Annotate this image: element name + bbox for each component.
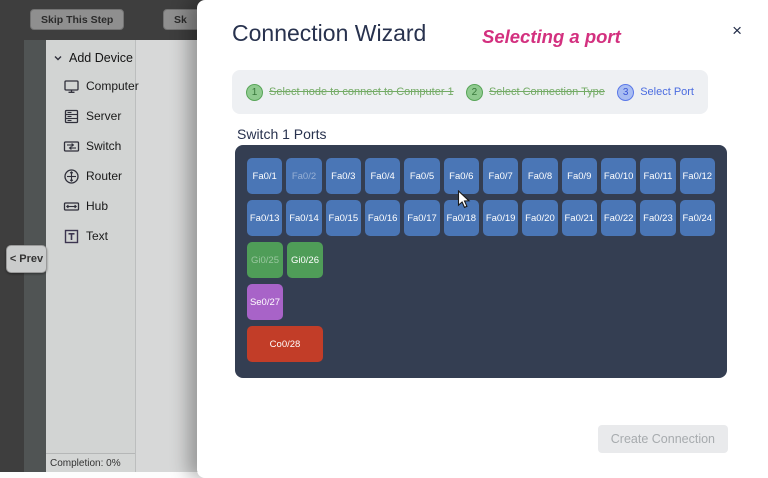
port-button-fa0-8[interactable]: Fa0/8 bbox=[522, 158, 558, 194]
switch-icon bbox=[63, 140, 80, 152]
chevron-down-icon bbox=[54, 56, 62, 61]
port-button-fa0-1[interactable]: Fa0/1 bbox=[247, 158, 283, 194]
port-button-fa0-14[interactable]: Fa0/14 bbox=[286, 200, 322, 236]
step-3-circle: 3 bbox=[617, 83, 635, 101]
port-button-fa0-4[interactable]: Fa0/4 bbox=[364, 158, 401, 194]
sidebar-item-server[interactable]: Server bbox=[46, 101, 135, 131]
step-2: 2 Select Connection Type bbox=[465, 83, 605, 101]
hub-icon bbox=[63, 201, 80, 211]
sidebar-item-label: Switch bbox=[86, 139, 122, 153]
sidebar-item-switch[interactable]: Switch bbox=[46, 131, 135, 161]
sidebar-item-label: Computer bbox=[86, 79, 139, 93]
port-button-fa0-21[interactable]: Fa0/21 bbox=[561, 200, 597, 236]
add-device-label: Add Device bbox=[69, 51, 133, 65]
text-icon bbox=[64, 229, 79, 243]
step-1: 1 Select node to connect to Computer 1 bbox=[246, 83, 454, 101]
step-3: 3 Select Port bbox=[617, 83, 694, 101]
port-button-fa0-23[interactable]: Fa0/23 bbox=[640, 200, 676, 236]
port-button-fa0-12[interactable]: Fa0/12 bbox=[679, 158, 715, 194]
port-row: Se0/27 bbox=[247, 284, 715, 320]
port-button-fa0-6[interactable]: Fa0/6 bbox=[443, 158, 479, 194]
step-1-circle: 1 bbox=[246, 83, 263, 101]
completion-status: Completion: 0% bbox=[46, 453, 135, 472]
modal-subtitle: Selecting a port bbox=[482, 26, 621, 47]
sidebar-item-text[interactable]: Text bbox=[46, 221, 135, 251]
modal-title: Connection Wizard bbox=[232, 20, 427, 46]
port-button-fa0-7[interactable]: Fa0/7 bbox=[482, 158, 519, 194]
computer-icon bbox=[64, 79, 79, 93]
add-device-header[interactable]: Add Device bbox=[46, 40, 135, 71]
wizard-stepper: 1 Select node to connect to Computer 1 2… bbox=[232, 70, 708, 114]
sidebar-item-computer[interactable]: Computer bbox=[46, 71, 139, 101]
port-button-fa0-10[interactable]: Fa0/10 bbox=[600, 158, 637, 194]
port-button-fa0-20[interactable]: Fa0/20 bbox=[522, 200, 558, 236]
port-button-fa0-9[interactable]: Fa0/9 bbox=[561, 158, 597, 194]
connection-wizard-modal: Connection Wizard Selecting a port × 1 S… bbox=[197, 0, 768, 478]
sidebar-item-hub[interactable]: Hub bbox=[46, 191, 135, 221]
port-button-fa0-5[interactable]: Fa0/5 bbox=[404, 158, 440, 194]
step-1-label: Select node to connect to Computer 1 bbox=[269, 86, 454, 98]
create-connection-button[interactable]: Create Connection bbox=[597, 425, 728, 453]
step-3-label: Select Port bbox=[640, 86, 694, 98]
port-button-fa0-13[interactable]: Fa0/13 bbox=[247, 200, 283, 236]
port-button-fa0-11[interactable]: Fa0/11 bbox=[640, 158, 676, 194]
prev-button[interactable]: < Prev bbox=[6, 245, 47, 273]
server-icon bbox=[64, 109, 79, 123]
port-button-fa0-2[interactable]: Fa0/2 bbox=[286, 158, 322, 194]
port-button-fa0-19[interactable]: Fa0/19 bbox=[482, 200, 519, 236]
sidebar-item-label: Router bbox=[86, 169, 123, 183]
port-button-gi0-26[interactable]: Gi0/26 bbox=[287, 242, 323, 278]
port-button-fa0-22[interactable]: Fa0/22 bbox=[600, 200, 637, 236]
port-row: Co0/28 bbox=[247, 326, 715, 362]
port-button-fa0-15[interactable]: Fa0/15 bbox=[325, 200, 361, 236]
port-button-fa0-24[interactable]: Fa0/24 bbox=[679, 200, 715, 236]
skip-this-step-button[interactable]: Skip This Step bbox=[30, 9, 125, 30]
port-button-fa0-17[interactable]: Fa0/17 bbox=[404, 200, 440, 236]
close-icon[interactable]: × bbox=[732, 21, 742, 40]
device-palette: Add Device Computer Server bbox=[46, 40, 139, 472]
sidebar-item-label: Hub bbox=[86, 199, 109, 213]
sidebar-item-label: Server bbox=[86, 109, 122, 123]
port-button-se0-27[interactable]: Se0/27 bbox=[247, 284, 283, 320]
ports-title: Switch 1 Ports bbox=[237, 126, 327, 142]
router-icon bbox=[64, 168, 79, 184]
sidebar-item-label: Text bbox=[86, 229, 109, 243]
port-button-co0-28[interactable]: Co0/28 bbox=[247, 326, 323, 362]
port-button-gi0-25[interactable]: Gi0/25 bbox=[247, 242, 283, 278]
port-button-fa0-18[interactable]: Fa0/18 bbox=[443, 200, 479, 236]
step-2-circle: 2 bbox=[465, 83, 483, 101]
step-2-label: Select Connection Type bbox=[488, 86, 605, 98]
port-button-fa0-3[interactable]: Fa0/3 bbox=[325, 158, 361, 194]
sidebar-item-router[interactable]: Router bbox=[46, 161, 135, 191]
port-button-fa0-16[interactable]: Fa0/16 bbox=[364, 200, 401, 236]
